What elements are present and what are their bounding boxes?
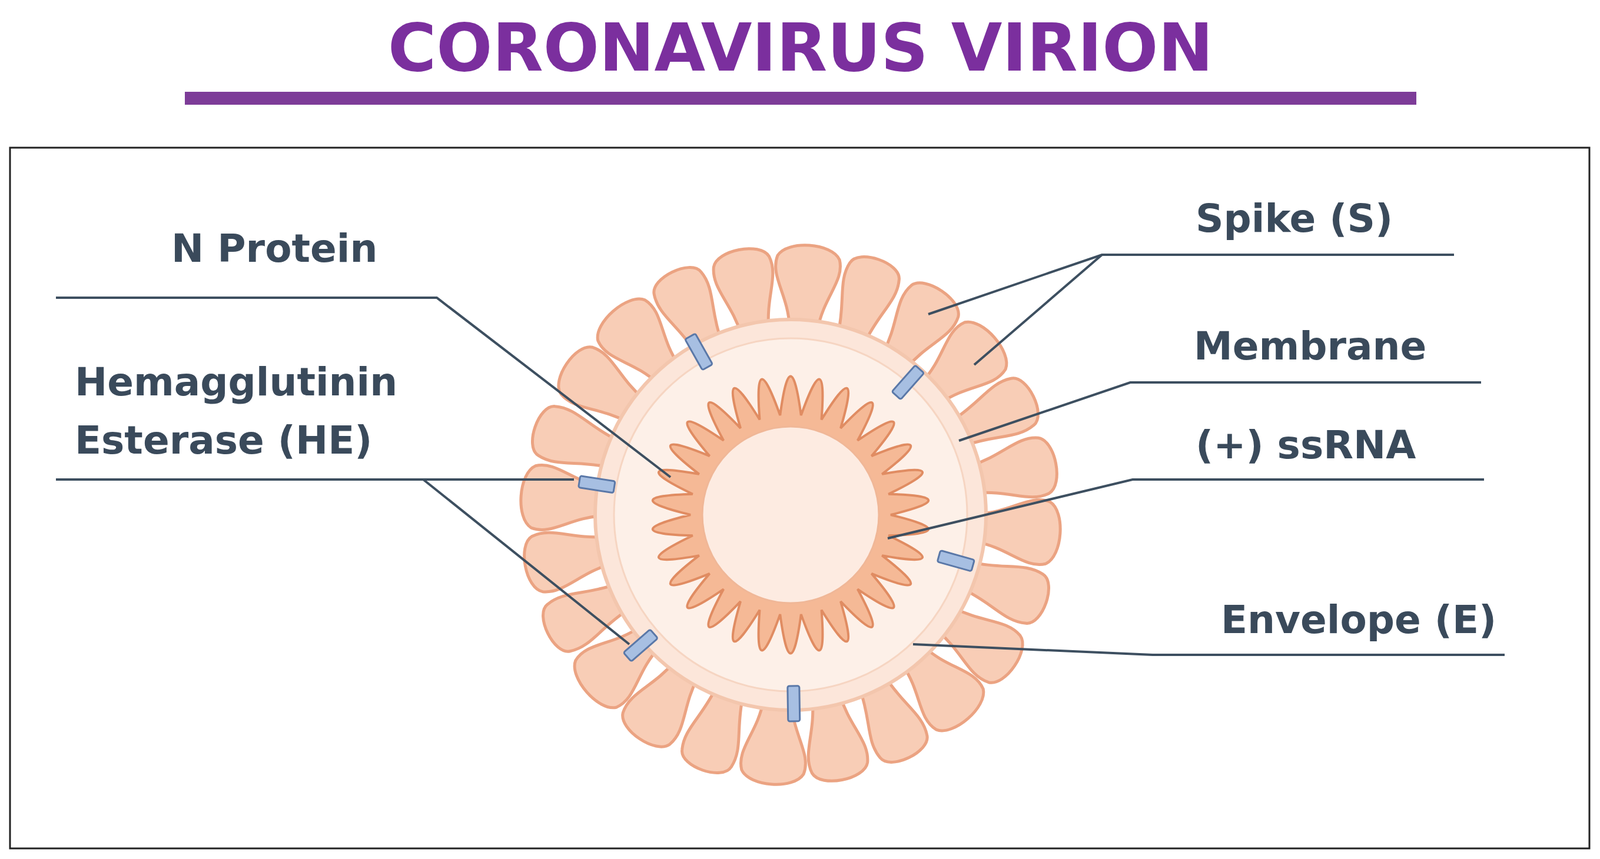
core [702, 426, 879, 604]
frame [10, 147, 1590, 849]
he-group [578, 333, 975, 722]
he-protein [787, 686, 800, 722]
he-protein [623, 629, 658, 663]
spike-protein [518, 463, 606, 535]
part-label: Hemagglutinin Esterase (HE) [74, 353, 452, 470]
part-label: Membrane [1193, 323, 1427, 370]
he-protein [891, 365, 925, 400]
he-protein [937, 550, 975, 572]
title: CORONAVIRUS VIRION [387, 11, 1214, 85]
leader-line [913, 644, 1505, 656]
part-label: N Protein [171, 225, 378, 272]
he-protein [685, 333, 713, 371]
leader-line [55, 478, 574, 481]
spike-protein [771, 243, 842, 331]
he-protein [578, 476, 616, 494]
rna-ribbon [652, 376, 929, 654]
leader-line [887, 479, 1485, 539]
part-label: (+) ssRNA [1195, 422, 1416, 469]
leader-line [55, 297, 671, 478]
leader-lines [55, 254, 1505, 656]
title-bar [184, 91, 1417, 105]
leader-line [974, 254, 1102, 365]
part-label: Envelope (E) [1220, 596, 1497, 644]
leader-line [928, 254, 1455, 315]
leader-line [423, 479, 630, 645]
part-label: Spike (S) [1195, 195, 1393, 242]
membrane-inner [613, 338, 968, 692]
envelope-circle [595, 319, 987, 711]
